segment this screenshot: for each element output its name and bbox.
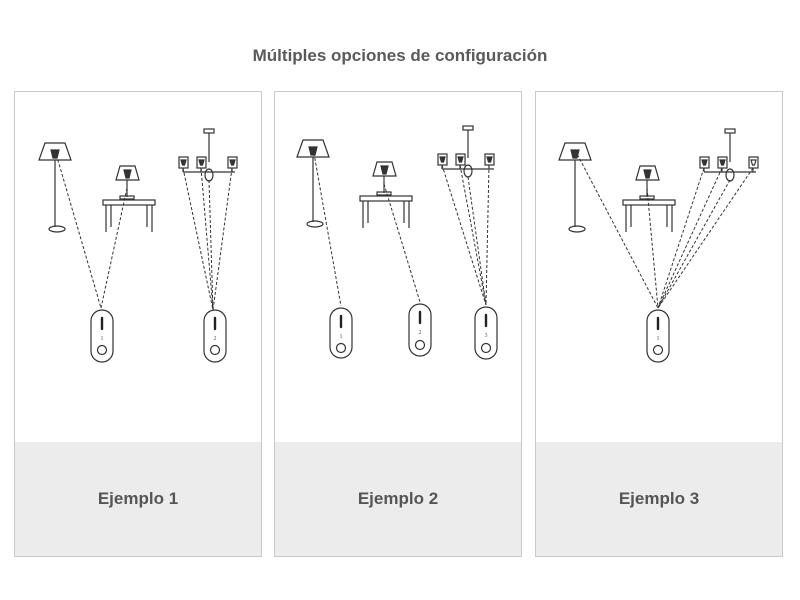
- example-panel-1: 1 2 Ejemplo 1: [14, 91, 262, 557]
- example-panel-2: 1 2 3 Ejemplo 2: [274, 91, 522, 557]
- remote-control-icon: 2: [203, 309, 227, 363]
- example-caption: Ejemplo 3: [536, 442, 782, 556]
- remote-control-icon: 3: [474, 306, 498, 360]
- remote-control-icon: 1: [329, 307, 353, 359]
- example-1-illustration: 1 2: [38, 128, 238, 363]
- remote-control-icon: 1: [90, 309, 114, 363]
- signal-lines: [54, 149, 233, 311]
- remote-control-icon: 2: [408, 303, 432, 357]
- chandelier-icon: [699, 128, 759, 182]
- remote-number: 1: [101, 336, 104, 342]
- example-2-illustration: 1 2 3: [296, 125, 498, 360]
- signal-lines: [574, 149, 754, 309]
- example-3-illustration: 1: [558, 128, 759, 363]
- signal-lines: [312, 147, 490, 307]
- remote-control-icon: 1: [646, 309, 670, 363]
- page-title: Múltiples opciones de configuración: [252, 46, 548, 65]
- floor-lamp-icon: [38, 142, 72, 233]
- table-lamp-icon: [359, 161, 413, 228]
- example-panel-3: 1 Ejemplo 3: [535, 91, 783, 557]
- example-caption: Ejemplo 2: [275, 442, 521, 556]
- floor-lamp-icon: [558, 142, 592, 233]
- table-lamp-icon: [102, 165, 156, 232]
- remote-number: 1: [657, 336, 660, 342]
- table-lamp-icon: [622, 165, 676, 232]
- remote-number: 2: [214, 336, 217, 342]
- chandelier-icon: [437, 125, 495, 178]
- remote-number: 3: [485, 333, 488, 339]
- example-caption: Ejemplo 1: [15, 442, 261, 556]
- remote-number: 2: [419, 330, 422, 336]
- chandelier-icon: [178, 128, 238, 182]
- remote-number: 1: [340, 334, 343, 340]
